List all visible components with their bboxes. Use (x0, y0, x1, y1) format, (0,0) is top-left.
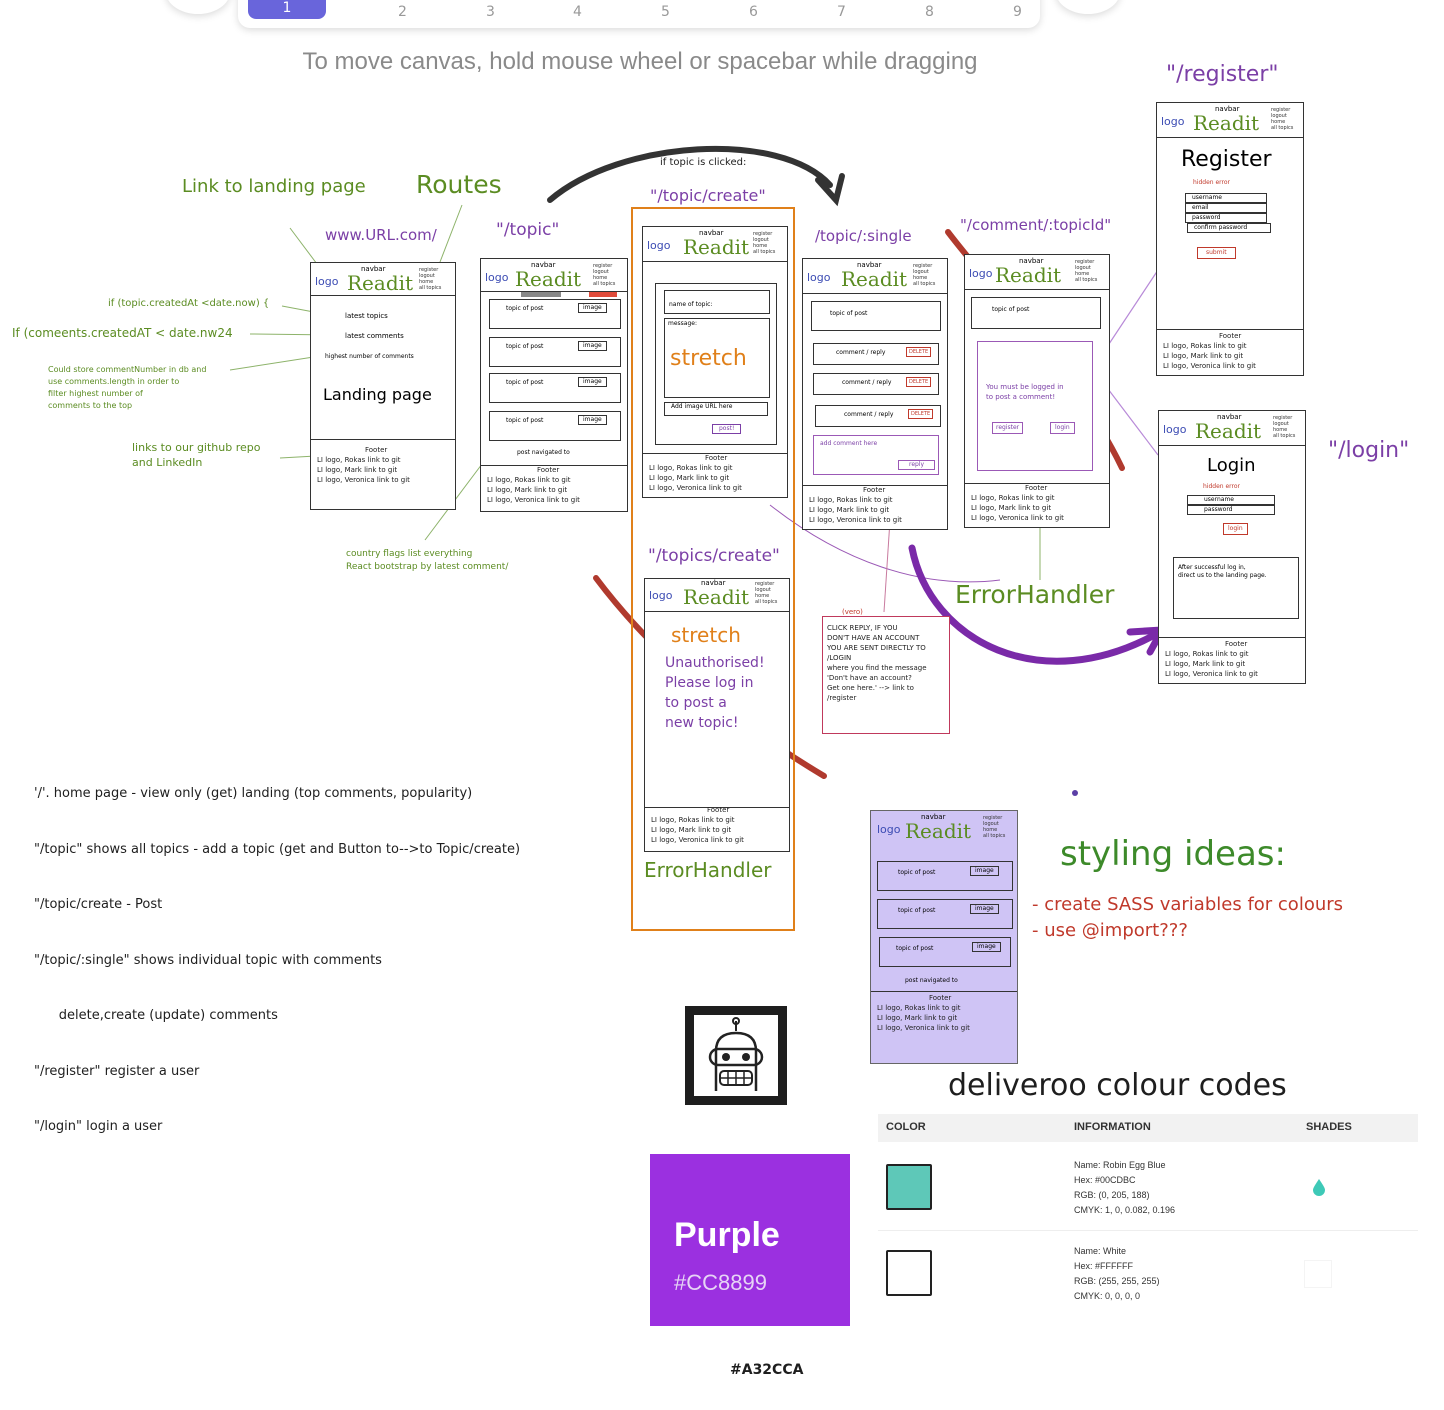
prev-page-button[interactable] (166, 0, 230, 14)
page-6-button[interactable]: 6 (749, 4, 758, 20)
route-login-label: "/login" (1328, 438, 1410, 463)
styling-item-1: - create SASS variables for colours (1032, 894, 1344, 915)
error-handler-label-2: ErrorHandler (644, 858, 772, 882)
swatch-white (886, 1250, 932, 1296)
routes-list: '/'. home page - view only (get) landing… (34, 786, 521, 1134)
page-9-button[interactable]: 9 (1013, 4, 1022, 20)
route-comment-label: "/comment/:topicId" (960, 216, 1112, 234)
logo: logo (315, 275, 339, 288)
if-clicked-note: if topic is clicked: (660, 157, 747, 168)
page-5-button[interactable]: 5 (661, 4, 670, 20)
vero-label: (vero) (842, 608, 863, 616)
route-register-label: "/register" (1166, 62, 1279, 87)
styling-heading: styling ideas: (1060, 834, 1286, 874)
page-2-button[interactable]: 2 (398, 4, 407, 20)
route-topic-label: "/topic" (496, 220, 560, 240)
avatar (685, 1006, 787, 1105)
page-3-button[interactable]: 3 (486, 4, 495, 20)
route-topics-create-label: "/topics/create" (648, 546, 780, 566)
route-root-label: www.URL.com/ (325, 226, 437, 244)
colour-table: COLOR INFORMATION SHADES Name: Robin Egg… (878, 1114, 1418, 1326)
page-4-button[interactable]: 4 (573, 4, 582, 20)
robot-face-icon (708, 1017, 764, 1091)
page-selector: 1 2 3 4 5 6 7 8 9 (238, 0, 1040, 28)
swatch-name: Purple (674, 1216, 780, 1254)
page-7-button[interactable]: 7 (837, 4, 846, 20)
canvas-hint: To move canvas, hold mouse wheel or spac… (302, 48, 978, 75)
swatch-robin-egg (886, 1164, 932, 1210)
routes-heading: Routes (416, 170, 502, 199)
link-landing-label: Link to landing page (182, 176, 366, 197)
next-page-button[interactable] (1056, 0, 1120, 14)
error-handler-label: ErrorHandler (955, 580, 1115, 609)
purple-swatch-card: Purple #CC8899 (650, 1154, 850, 1326)
swatch-hex: #CC8899 (674, 1270, 767, 1295)
droplet-icon (1313, 1179, 1325, 1196)
route-topic-single-label: /topic/:single (815, 227, 912, 245)
deliveroo-heading: deliveroo colour codes (948, 1068, 1287, 1103)
route-topic-create-label: "/topic/create" (650, 186, 766, 205)
note-if-created: if (topic.createdAt <date.now) { (108, 298, 270, 309)
hex-label: #A32CCA (730, 1362, 804, 1378)
note-if-comments: If (comeents.createdAT < date.nw24 (12, 326, 233, 340)
styling-item-2: - use @import??? (1032, 920, 1188, 941)
page-8-button[interactable]: 8 (925, 4, 934, 20)
page-1-button[interactable]: 1 (248, 0, 326, 19)
